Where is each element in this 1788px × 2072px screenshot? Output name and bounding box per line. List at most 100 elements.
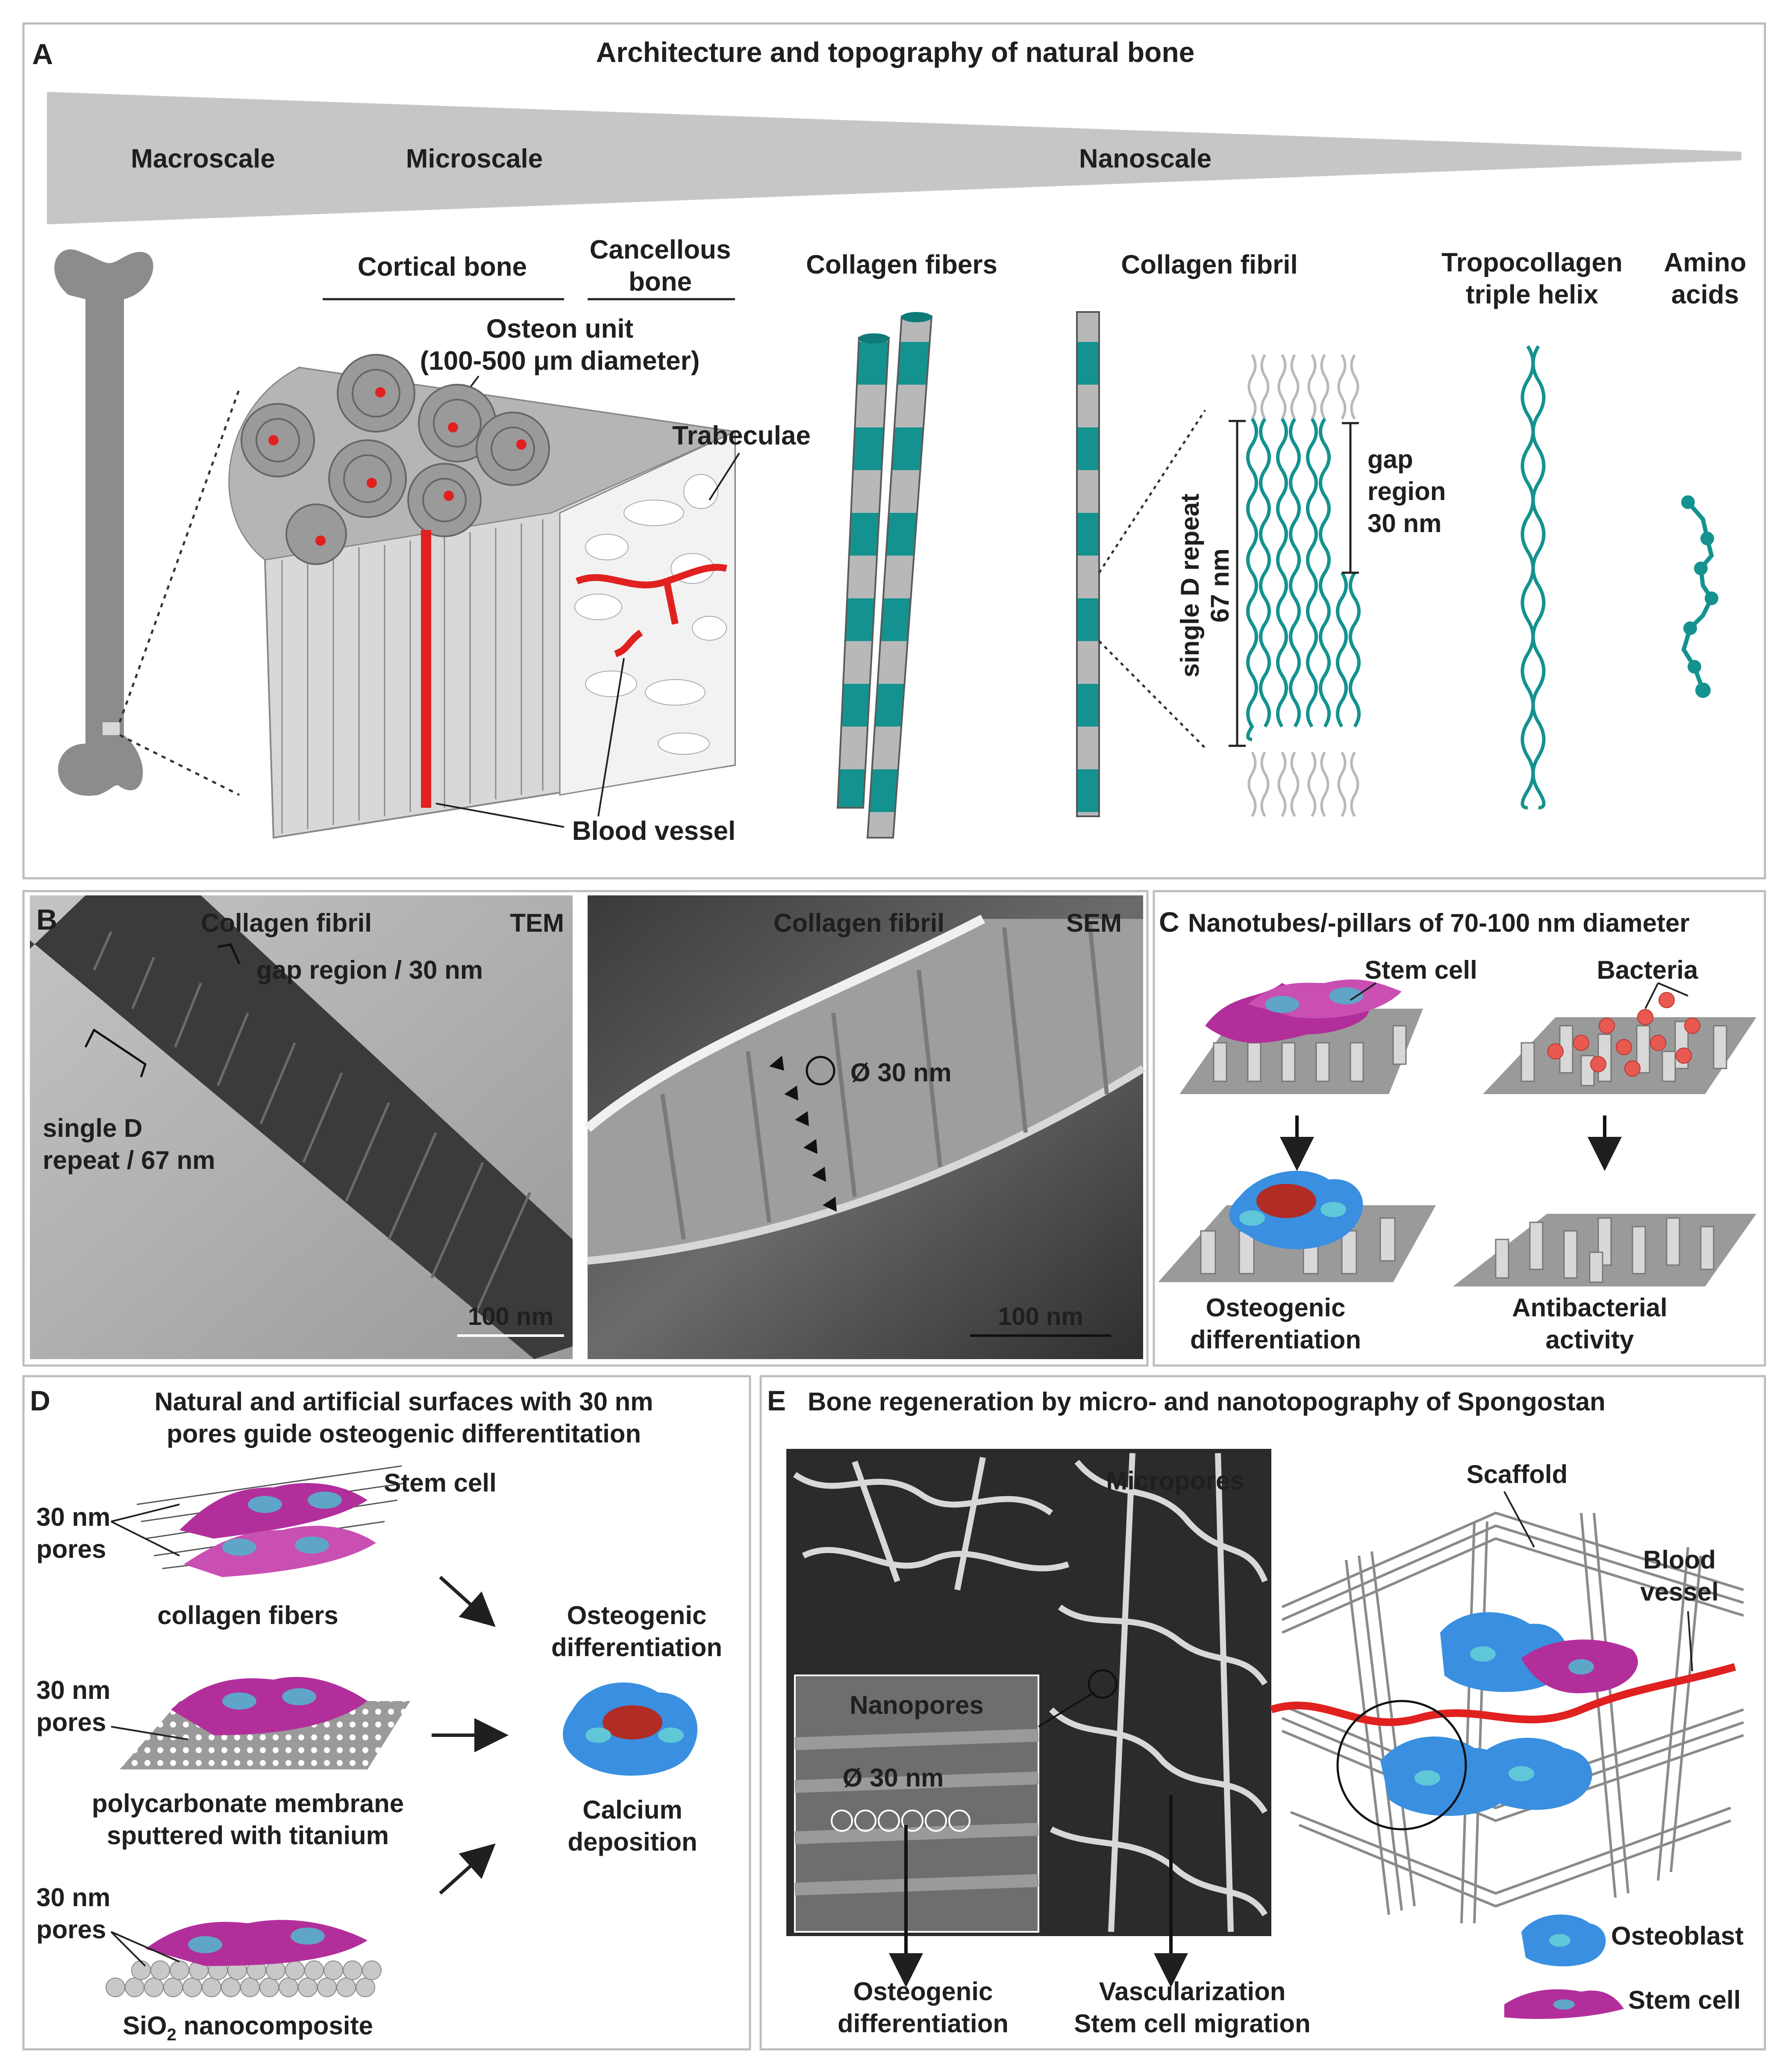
osteon-label-1: Osteon unit	[486, 314, 633, 344]
femur-zoom-box	[103, 722, 120, 735]
d-pores-1-leader-b	[111, 1521, 180, 1557]
nanopores-diameter-label: Ø 30 nm	[843, 1763, 944, 1792]
e-osteoblast-legend-icon	[1521, 1914, 1606, 1966]
e-blood-label-1: Blood	[1643, 1545, 1716, 1574]
tem-gap-label: gap region / 30 nm	[256, 956, 483, 984]
nanopore-bands	[794, 1729, 1039, 1895]
blood-vessel-leader-2	[597, 658, 625, 817]
cancellous-label-2: bone	[629, 267, 692, 297]
scale-micro-label: Microscale	[406, 144, 543, 174]
cancellous-blood-vessel	[575, 564, 727, 657]
pillars-with-osteoblasts	[1158, 1171, 1436, 1282]
panel-d-letter: D	[30, 1385, 50, 1416]
c-antibacterial-label-2: activity	[1546, 1325, 1634, 1354]
d-pores-3-line-1: 30 nm	[36, 1883, 110, 1912]
trabeculae-leader	[709, 452, 740, 501]
d-pores-3-leader-b	[111, 1931, 180, 1963]
d-osteogenic-label-2: differentiation	[551, 1633, 722, 1662]
panel-d-title-2: pores guide osteogenic differentitation	[167, 1419, 641, 1448]
e-blood-label-2: vessel	[1640, 1578, 1719, 1606]
d-repeat-label-2: 67 nm	[1206, 548, 1234, 622]
scale-nano-label: Nanoscale	[1079, 144, 1212, 174]
collagen-fibers-illustration	[836, 312, 933, 839]
panel-b-letter: B	[36, 904, 57, 936]
e-osteogenic-label-1: Osteogenic	[853, 1977, 993, 2006]
sem-fibril-edge-bottom	[587, 1065, 1145, 1265]
e-osteogenic-label-2: differentiation	[838, 2009, 1009, 2038]
gap-region-label-1: gap	[1367, 445, 1413, 474]
e-vascularization-label-2: Stem cell migration	[1074, 2009, 1310, 2038]
osteon-units	[241, 354, 550, 565]
bone-block	[228, 354, 738, 839]
d-arrow-bottom	[439, 1843, 496, 1895]
micropore-struts	[793, 1453, 1268, 1932]
sem-diameter-label: Ø 30 nm	[850, 1058, 952, 1087]
nanopore-zoom-circle	[1088, 1669, 1118, 1699]
zoom-line-bottom	[119, 734, 240, 796]
d-arrow-top	[439, 1576, 496, 1627]
d-pores-3-leader-a	[110, 1931, 146, 1967]
tropocollagen-label-2: triple helix	[1466, 280, 1599, 309]
nanopores-label: Nanopores	[850, 1691, 983, 1719]
fibril-zoom-top	[1098, 409, 1206, 574]
pillars-with-bacteria	[1483, 982, 1756, 1094]
e-stem-cell-legend-icon	[1504, 1989, 1624, 2019]
amino-label-2: acids	[1671, 280, 1739, 309]
d-pores-2-leader	[111, 1726, 188, 1740]
zoom-line-top	[118, 388, 241, 723]
scale-wedge	[47, 92, 1741, 224]
cancellous-region	[559, 430, 736, 796]
sem-diameter-circle	[806, 1056, 835, 1086]
panel-e-letter: E	[767, 1385, 786, 1416]
panel-c-bacteria-label: Bacteria	[1597, 956, 1698, 984]
collagen-mesh-with-stem-cells	[136, 1465, 406, 1577]
collagen-fibril-illustration	[1076, 311, 1100, 817]
panel-d-stem-cell-label: Stem cell	[384, 1469, 496, 1497]
e-stem-cell-label: Stem cell	[1628, 1986, 1741, 2014]
panel-c-letter: C	[1159, 906, 1179, 938]
d-repeat-label-1: single D repeat	[1176, 494, 1204, 677]
fibril-d-repeat-zoom	[1229, 354, 1361, 817]
pillars-clean	[1453, 1214, 1756, 1286]
tem-repeat-label-1: single D	[43, 1114, 142, 1142]
c-osteogenic-label-2: differentiation	[1190, 1325, 1361, 1354]
collagen-fibril-label: Collagen fibril	[1121, 250, 1297, 280]
d-pores-3-line-2: pores	[36, 1915, 106, 1944]
d-osteogenic-label-1: Osteogenic	[567, 1601, 707, 1630]
polycarbonate-membrane	[120, 1677, 410, 1769]
d-pores-1-line-1: 30 nm	[36, 1503, 110, 1531]
triple-helix-illustration	[1520, 345, 1546, 809]
tropocollagen-label-1: Tropocollagen	[1441, 248, 1623, 277]
e-zoom-circle	[1336, 1700, 1467, 1831]
femur-icon	[54, 249, 153, 796]
panel-d-title-1: Natural and artificial surfaces with 30 …	[154, 1387, 653, 1416]
gap-bracket	[218, 943, 241, 965]
scaffold-label: Scaffold	[1467, 1460, 1568, 1489]
d-pores-2-line-2: pores	[36, 1708, 106, 1736]
tem-repeat-label-2: repeat / 67 nm	[43, 1146, 215, 1174]
panel-a-letter: A	[32, 38, 53, 71]
sio2-nanocomposite	[106, 1920, 382, 1997]
blood-vessel-leader-1	[435, 803, 565, 828]
d-pores-1-line-2: pores	[36, 1535, 106, 1563]
nanopore-circles	[831, 1810, 970, 1832]
repeat-bracket	[84, 1028, 147, 1077]
gap-region-label-2: region	[1367, 477, 1446, 506]
scaffold-leader	[1503, 1491, 1535, 1548]
amino-label-1: Amino	[1664, 248, 1747, 277]
osteon-label-2: (100-500 μm diameter)	[420, 346, 700, 376]
e-vascularization-label-1: Vascularization	[1099, 1977, 1286, 2006]
d-osteoblast-icon	[563, 1682, 698, 1776]
micropores-label: Micropores	[1106, 1466, 1244, 1495]
blood-vessel-label: Blood vessel	[572, 816, 735, 846]
tem-tag: TEM	[510, 909, 564, 937]
panel-c: C Nanotubes/-pillars of 70-100 nm diamet…	[1153, 890, 1766, 1367]
cortical-blood-vessel	[421, 530, 431, 808]
cancellous-label-1: Cancellous	[590, 235, 731, 265]
tem-scale-label: 100 nm	[468, 1303, 553, 1330]
sem-scale-label: 100 nm	[998, 1303, 1083, 1330]
d-poly-label-2: sputtered with titanium	[107, 1821, 389, 1850]
c-osteogenic-label-1: Osteogenic	[1206, 1293, 1346, 1322]
tem-fibril	[30, 895, 573, 1359]
